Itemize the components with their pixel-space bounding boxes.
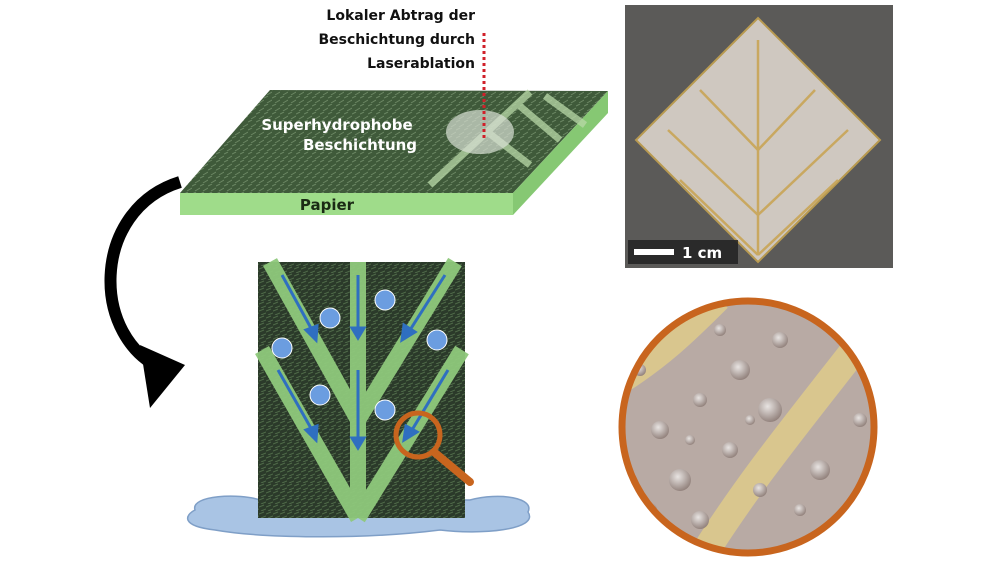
coated-paper-slab: Superhydrophobe Beschichtung Papier	[180, 33, 608, 215]
magnifier-icon	[393, 410, 474, 486]
laser-label-2: Beschichtung durch	[318, 32, 475, 48]
leaf-pattern-panel	[255, 257, 474, 523]
scale-bar-label: 1 cm	[682, 244, 722, 262]
curved-arrow-icon	[104, 176, 185, 408]
leaf-photo: 1 cm	[625, 5, 893, 268]
magnified-view	[618, 297, 878, 557]
flow-arrows	[276, 274, 450, 451]
water-droplets	[271, 289, 448, 421]
coating-label-1: Superhydrophobe	[261, 116, 412, 134]
paper-label: Papier	[300, 196, 355, 214]
scale-bar	[634, 249, 674, 255]
laser-label-3: Laserablation	[367, 56, 475, 72]
ablation-spot	[446, 110, 514, 154]
coating-label-2: Beschichtung	[303, 136, 417, 154]
laser-label-1: Lokaler Abtrag der	[326, 8, 475, 24]
